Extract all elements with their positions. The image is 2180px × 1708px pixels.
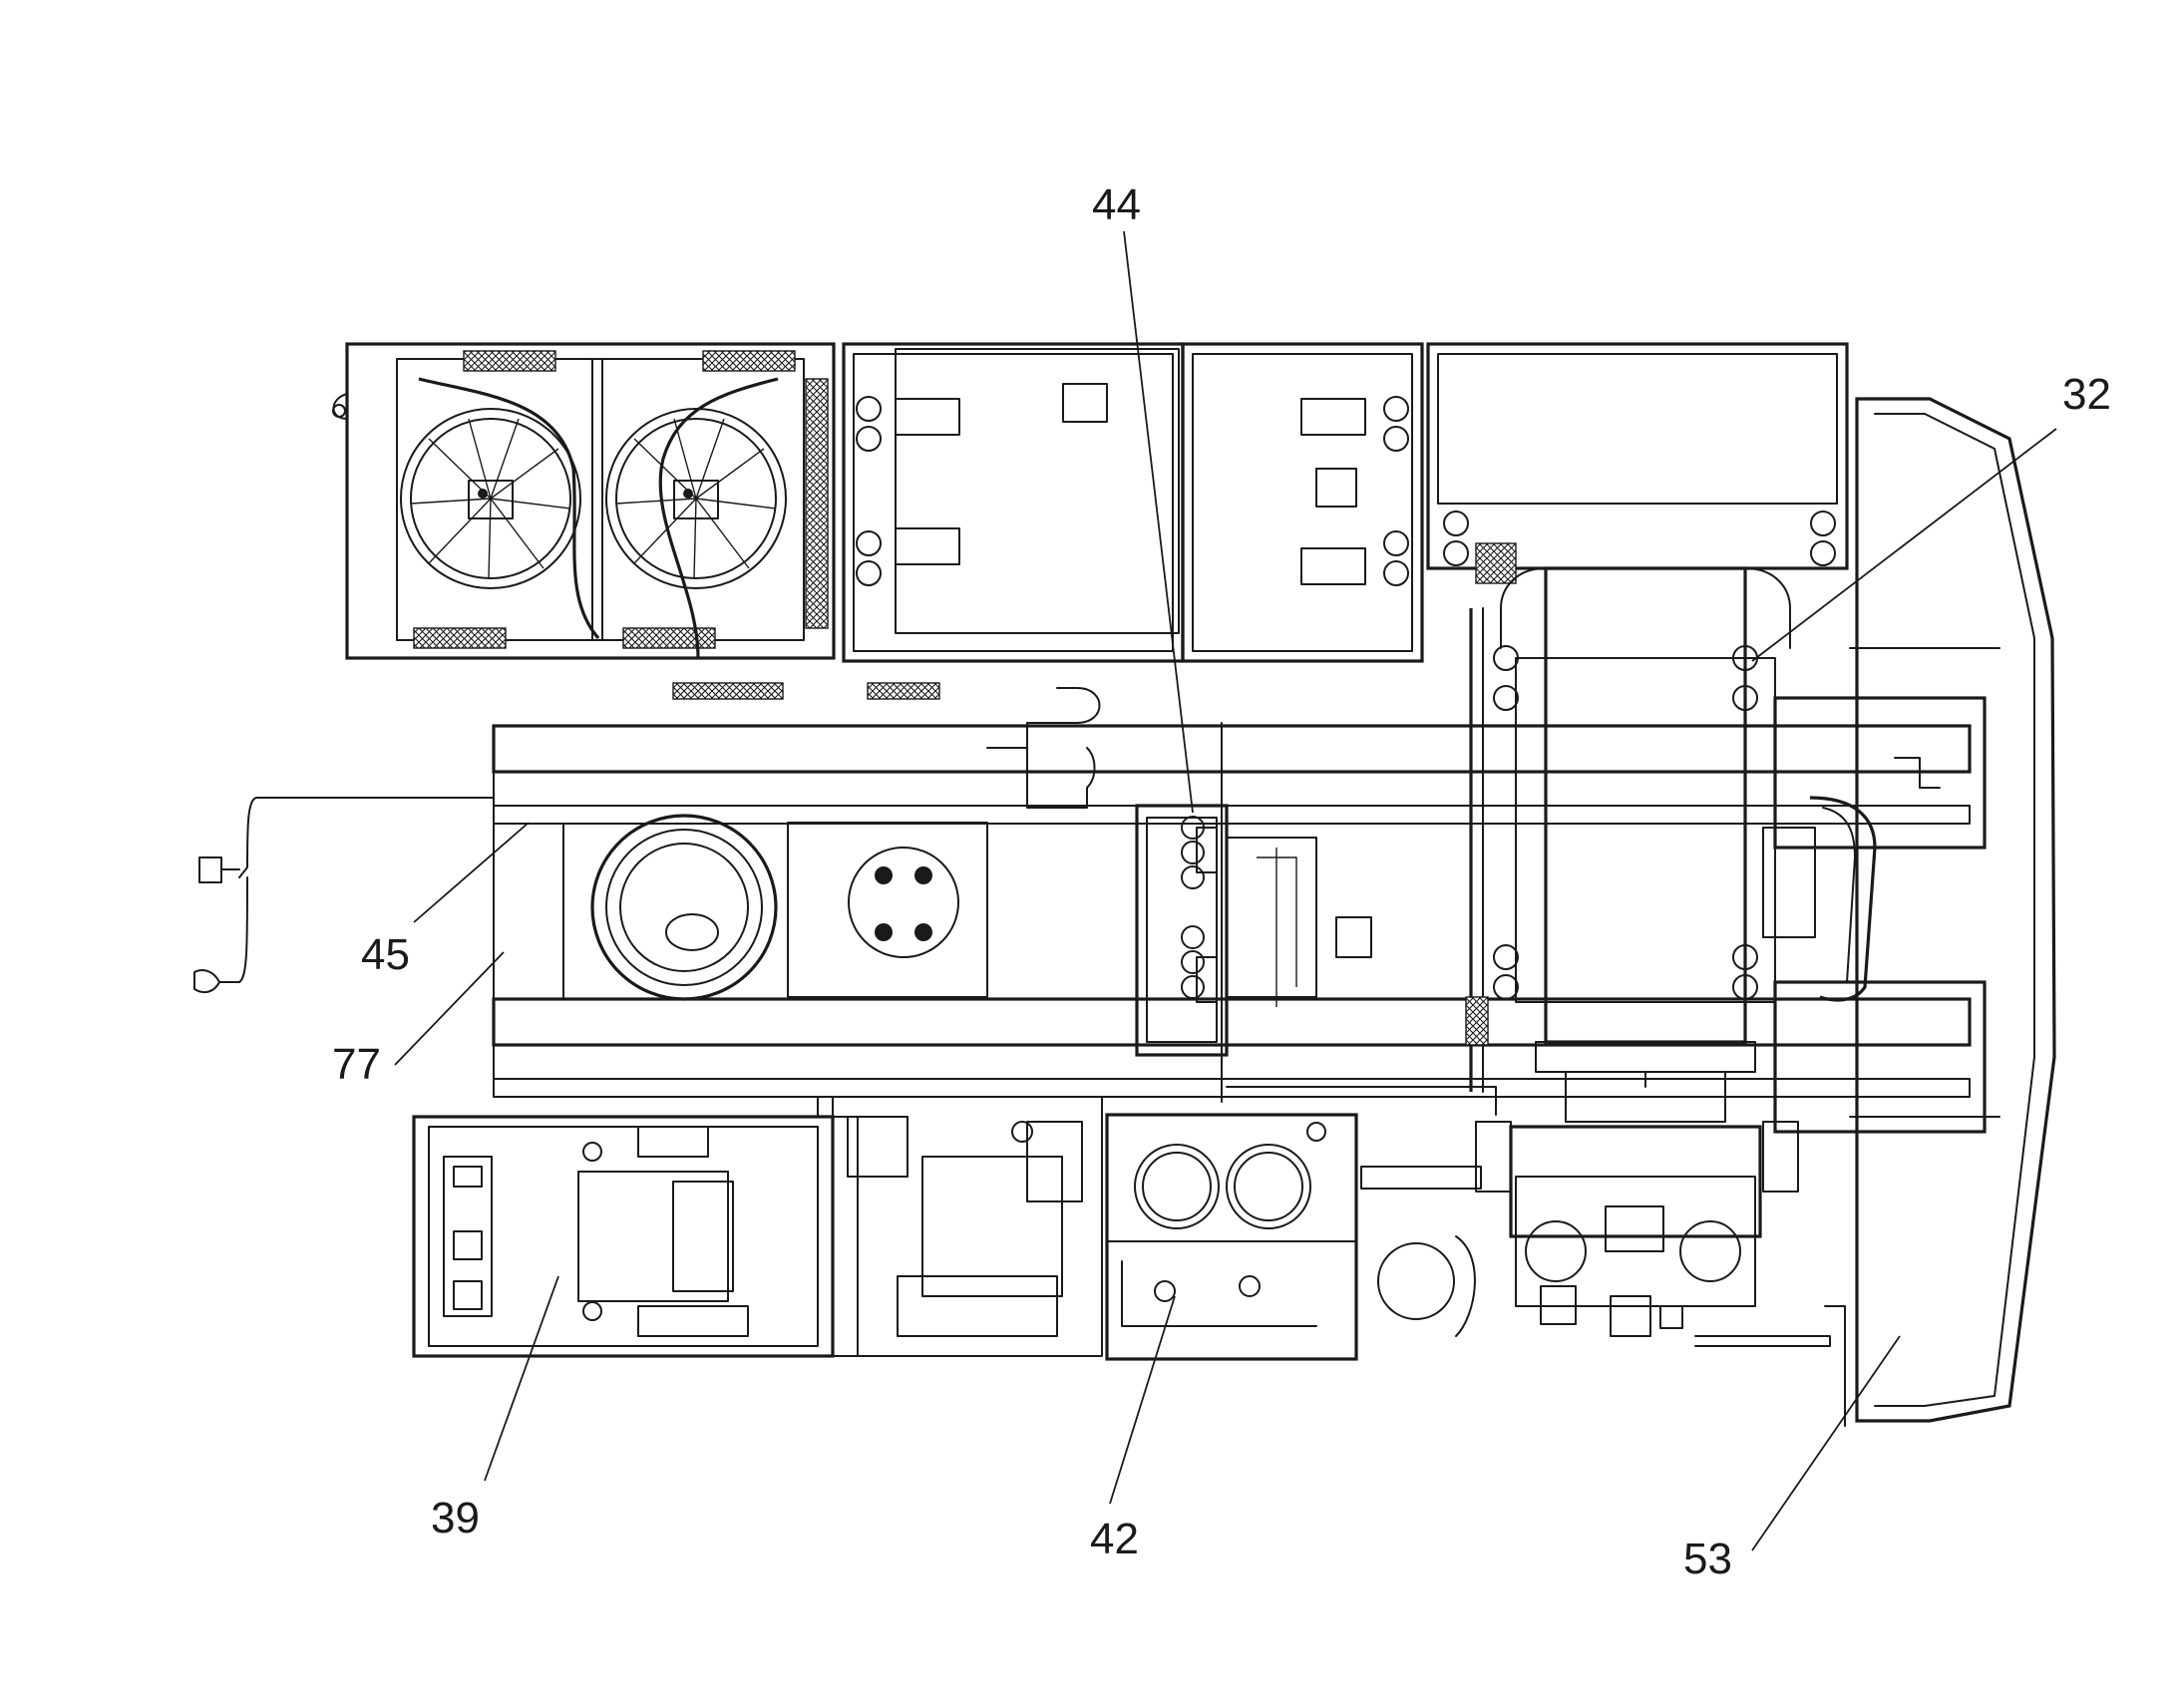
slewing-ring [590, 814, 988, 1001]
callout-labels: 44 32 45 77 39 42 53 [332, 180, 2111, 1583]
radiator-fan-module [332, 342, 940, 700]
leader-45 [413, 822, 530, 923]
leader-44 [1123, 230, 1194, 814]
operator-cab [412, 1115, 859, 1358]
callout-77: 77 [332, 1040, 381, 1089]
leader-42 [1109, 1295, 1176, 1505]
lower-walkway [832, 1096, 1103, 1357]
fan-right [605, 408, 787, 589]
engine-cylinder [1465, 566, 1791, 1123]
leader-77 [394, 951, 505, 1066]
callout-45: 45 [361, 930, 410, 979]
valve-spools [1181, 816, 1205, 999]
leader-lines [394, 230, 2057, 1551]
callout-42: 42 [1090, 1515, 1139, 1563]
right-hydraulic-motor [1762, 796, 1877, 1002]
fan-left [400, 408, 581, 589]
leader-53 [1751, 1335, 1901, 1551]
left-fixtures [193, 856, 240, 994]
callout-39: 39 [431, 1494, 480, 1542]
valve-block [1135, 722, 1372, 1103]
callout-44: 44 [1092, 180, 1141, 229]
cabinet-boxes-upper [842, 342, 1849, 663]
counterweight [1849, 397, 2056, 1423]
leader-32 [1751, 428, 2057, 662]
callout-53: 53 [1683, 1535, 1732, 1583]
hydraulic-tank [1105, 1113, 1482, 1361]
box-bolts [856, 396, 1836, 586]
callout-32: 32 [2062, 370, 2111, 419]
hydraulic-pumps [1475, 1121, 1846, 1427]
hose-runs [238, 687, 1497, 1118]
engine-mount-bolts [1493, 645, 1758, 1000]
main-frame [492, 696, 1987, 1134]
leader-39 [484, 1275, 559, 1482]
